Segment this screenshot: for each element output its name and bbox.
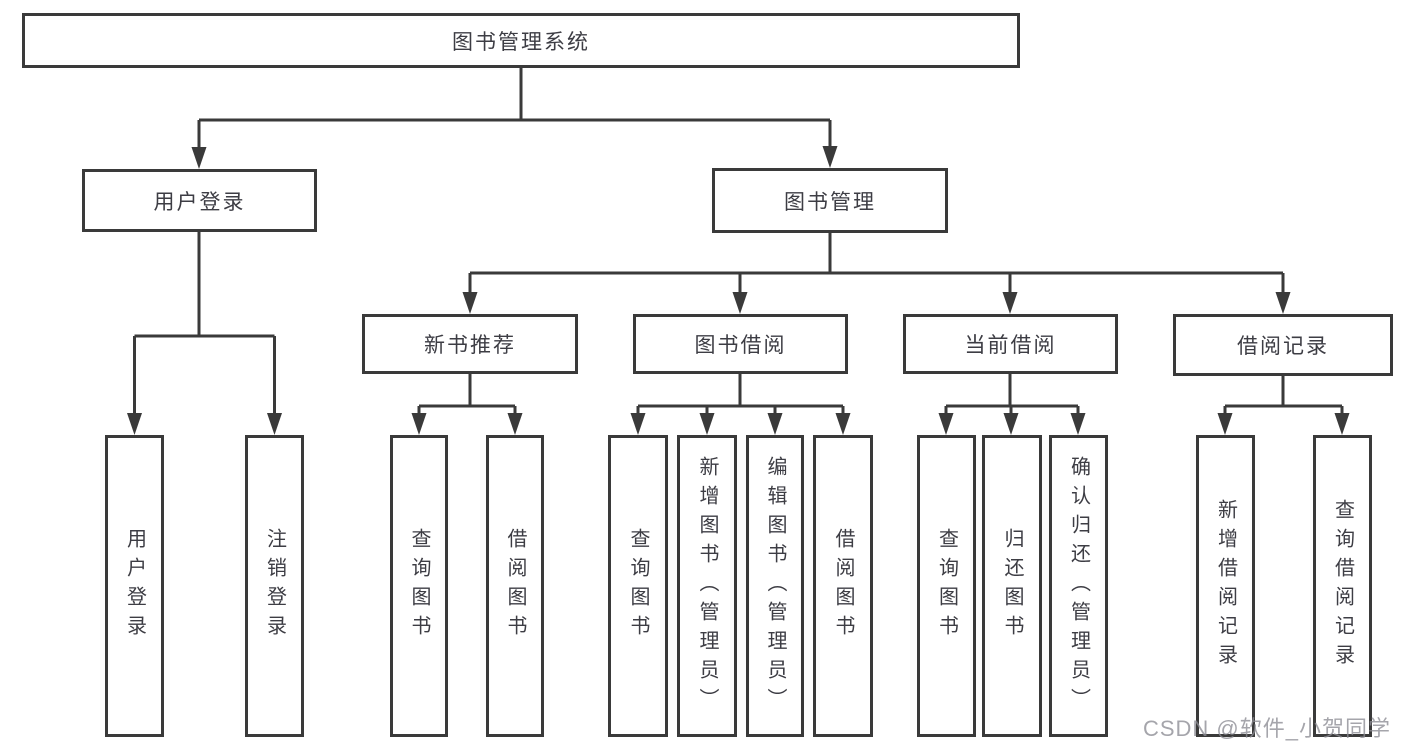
- connector-root-to-level2: [197, 68, 832, 148]
- leaf-label: 查询图书: [408, 528, 430, 644]
- node-borrow-record: 借阅记录: [1173, 314, 1393, 376]
- node-root-library-system: 图书管理系统: [22, 13, 1020, 68]
- leaf-label: 新增借阅记录: [1214, 499, 1237, 673]
- leaf-query-book-3: 查询图书: [917, 435, 976, 737]
- node-new-book-recommend: 新书推荐: [362, 314, 578, 374]
- node-current-borrow: 当前借阅: [903, 314, 1118, 374]
- connector-book-borrow-children: [636, 374, 845, 414]
- leaf-borrow-book-2: 借阅图书: [813, 435, 873, 737]
- leaf-query-book-2: 查询图书: [608, 435, 668, 737]
- connector-book-mgmt-children: [468, 233, 1285, 293]
- connector-new-book-children: [417, 374, 517, 414]
- leaf-label: 查询图书: [935, 528, 958, 644]
- leaf-add-book-admin: 新增图书（管理员）: [677, 435, 737, 737]
- leaf-label: 用户登录: [123, 528, 146, 644]
- connector-current-borrow-children: [944, 374, 1080, 414]
- leaf-label: 新增图书（管理员）: [696, 455, 718, 717]
- leaf-label: 注销登录: [263, 528, 286, 644]
- leaf-label: 编辑图书（管理员）: [764, 455, 786, 717]
- leaf-user-login: 用户登录: [105, 435, 164, 737]
- leaf-label: 借阅图书: [832, 528, 854, 644]
- leaf-add-borrow-record: 新增借阅记录: [1196, 435, 1255, 737]
- node-user-login: 用户登录: [82, 169, 317, 232]
- leaf-label: 借阅图书: [504, 528, 526, 644]
- connector-borrow-record-children: [1223, 376, 1344, 414]
- leaf-borrow-book-1: 借阅图书: [486, 435, 544, 737]
- arrowheads: [127, 146, 1350, 435]
- leaf-logout: 注销登录: [245, 435, 304, 737]
- csdn-watermark: CSDN @软件_小贺同学: [1142, 716, 1391, 741]
- leaf-label: 查询借阅记录: [1331, 499, 1354, 673]
- leaf-edit-book-admin: 编辑图书（管理员）: [746, 435, 804, 737]
- leaf-return-book: 归还图书: [982, 435, 1042, 737]
- leaf-label: 归还图书: [1001, 528, 1023, 644]
- leaf-label: 查询图书: [627, 528, 649, 644]
- node-book-borrow: 图书借阅: [633, 314, 848, 374]
- leaf-confirm-return-admin: 确认归还（管理员）: [1049, 435, 1108, 737]
- leaf-query-book-1: 查询图书: [390, 435, 448, 737]
- leaf-label: 确认归还（管理员）: [1067, 455, 1090, 717]
- node-book-management: 图书管理: [712, 168, 948, 233]
- leaf-query-borrow-record: 查询借阅记录: [1313, 435, 1372, 737]
- connector-user-login-children: [133, 232, 276, 414]
